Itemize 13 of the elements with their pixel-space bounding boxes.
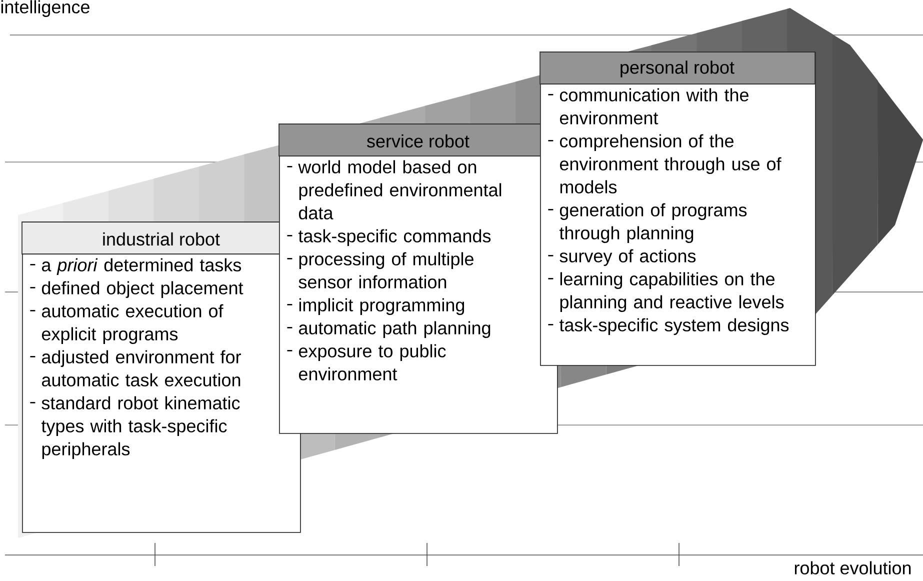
axis-label: intelligence	[1, 0, 90, 17]
axis-label: robot evolution	[794, 561, 911, 574]
list-item: survey of actions	[548, 249, 696, 266]
list-item: defined object placement	[30, 281, 244, 298]
list-item: exposure to public environment	[287, 344, 446, 380]
list-item: implicit programming	[287, 298, 464, 315]
robot-card	[278, 124, 558, 434]
list-item: a priori determined tasks	[30, 258, 242, 275]
card-heading: personal robot	[540, 52, 816, 84]
robot-card	[540, 52, 816, 366]
list-item: standard robot kinematic types with task-specific peripherals	[30, 396, 240, 459]
list-item: task-specific system designs	[548, 318, 789, 335]
list-item: automatic path planning	[287, 321, 490, 338]
